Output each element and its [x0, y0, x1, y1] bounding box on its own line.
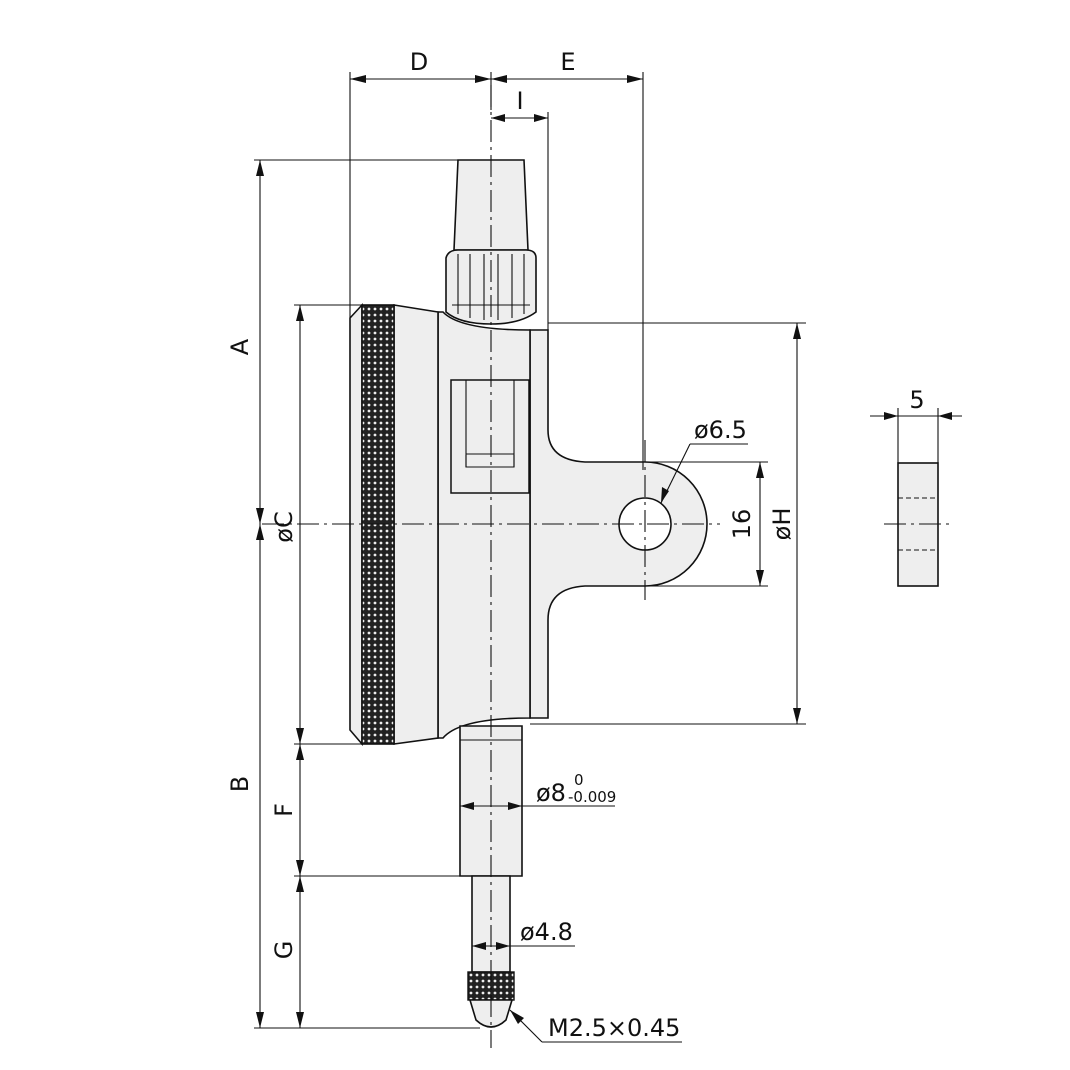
label-spindle: ø4.8	[520, 918, 573, 946]
label-lug-thickness: 5	[909, 386, 924, 414]
label-hole: ø6.5	[694, 416, 747, 444]
label-stem: ø8	[536, 779, 566, 807]
label-d: D	[410, 48, 428, 76]
housing-window	[450, 379, 530, 494]
label-stem-tol-upper: 0	[574, 771, 584, 789]
label-thread: M2.5×0.45	[548, 1014, 680, 1042]
label-stem-tol-lower: -0.009	[568, 788, 616, 806]
label-a: A	[226, 338, 254, 355]
center-lines	[262, 85, 720, 1048]
label-i: I	[516, 87, 523, 115]
label-f: F	[270, 803, 298, 817]
dimension-labels: D E I A B øC F G øH 16 ø6.5 5 ø8 0 -0.00…	[226, 48, 925, 1042]
label-e: E	[560, 48, 575, 76]
lug-side-view	[870, 408, 962, 587]
housing	[437, 311, 531, 739]
extension-lines	[254, 72, 806, 1029]
dimension-lines	[256, 75, 801, 1043]
label-lug-16: 16	[728, 509, 756, 540]
label-b: B	[226, 776, 254, 792]
label-c: øC	[270, 511, 298, 542]
label-g: G	[270, 941, 298, 960]
label-h: øH	[768, 508, 796, 541]
